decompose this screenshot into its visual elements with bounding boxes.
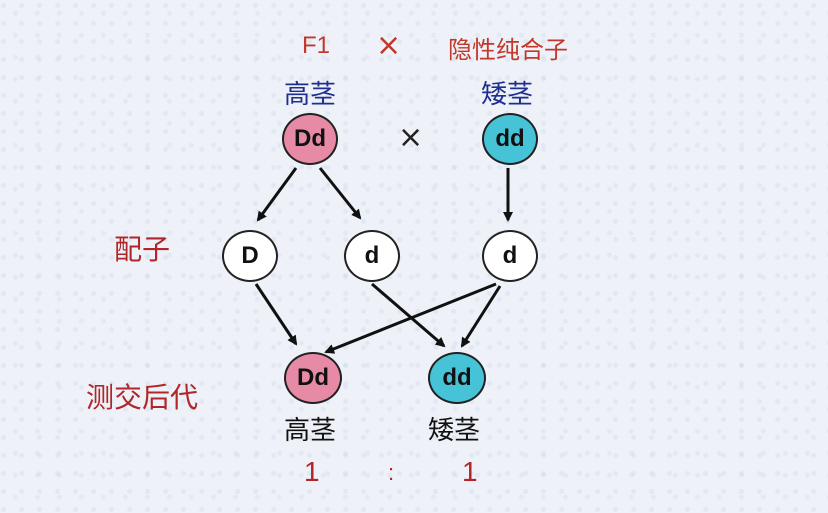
- parents-cross-symbol: ×: [398, 120, 424, 155]
- ratio-right: 1: [462, 456, 478, 487]
- offspring-label: 测交后代: [86, 381, 199, 414]
- gamete-d-left: d: [344, 230, 400, 282]
- gamete-label: D: [241, 242, 259, 269]
- header-cross-symbol: ×: [376, 28, 402, 63]
- parent-dwarf-phenotype: 矮茎: [481, 80, 534, 110]
- arrow-d-to-dd: [371, 282, 446, 348]
- parent-dd-recessive-circle: dd: [482, 113, 538, 165]
- offspring-tall-phenotype: 高茎: [284, 416, 337, 446]
- arrow-Dd-to-D: [256, 167, 298, 222]
- ratio-left: 1: [304, 456, 320, 487]
- parent-dd-dominant-circle: Dd: [282, 113, 338, 165]
- recessive-homozygote-label: 隐性纯合子: [448, 36, 568, 64]
- offspring-genotype-left: Dd: [297, 364, 329, 391]
- ratio-separator: :: [388, 460, 395, 485]
- gamete-label: d: [364, 242, 380, 269]
- gamete-D: D: [222, 230, 278, 282]
- offspring-dd-dominant-circle: Dd: [284, 352, 342, 404]
- f1-label: F1: [302, 32, 331, 59]
- parent-genotype-right: dd: [495, 125, 525, 152]
- parent-tall-phenotype: 高茎: [284, 80, 337, 110]
- arrow-rd-to-dd: [460, 285, 502, 348]
- gametes-label: 配子: [114, 233, 171, 266]
- arrow-rd-to-Dd: [324, 282, 497, 354]
- arrow-Dd-to-d: [318, 167, 362, 220]
- offspring-genotype-right: dd: [442, 364, 472, 391]
- offspring-dwarf-phenotype: 矮茎: [428, 416, 481, 446]
- gamete-d-right: d: [482, 230, 538, 282]
- gamete-label: d: [502, 242, 518, 269]
- parent-genotype-left: Dd: [294, 125, 326, 152]
- arrow-D-to-Dd: [254, 283, 298, 346]
- offspring-dd-recessive-circle: dd: [428, 352, 486, 404]
